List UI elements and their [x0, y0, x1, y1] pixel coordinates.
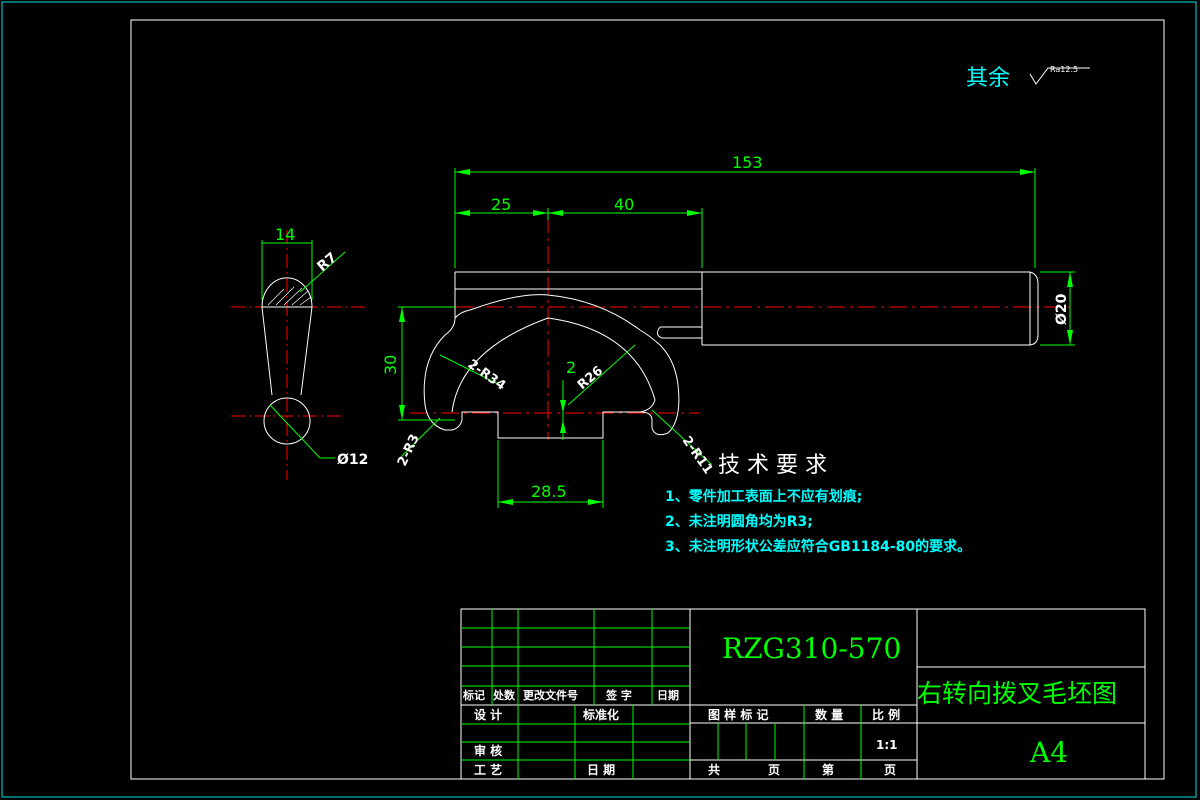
lbl-shuliang: 数 量 [815, 707, 843, 722]
dim-r3: 2-R3 [395, 432, 423, 469]
tech-req-item: 2、未注明圆角均为R3; [665, 513, 813, 530]
lbl-tuyang: 图 样 标 记 [708, 707, 769, 722]
hdr-biaoji: 标记 [462, 688, 485, 702]
lbl-shenhe: 审 核 [474, 743, 502, 758]
dim-2: 2 [566, 358, 576, 377]
lbl-ye1: 页 [768, 763, 780, 777]
lbl-biaozhunhua: 标准化 [582, 707, 619, 722]
section-top [261, 277, 313, 308]
drawing-number: RZG310-570 [722, 632, 901, 665]
hatch-lines [267, 286, 312, 306]
fork-outline [423, 294, 680, 439]
hdr-riqi: 日期 [657, 688, 679, 702]
hdr-chushu: 处数 [492, 688, 516, 702]
dim-r34: 2-R34 [465, 357, 508, 394]
lbl-gongyi: 工 艺 [474, 762, 502, 777]
hdr-qianzi: 签 字 [605, 688, 632, 702]
dim-r11: 2-R11 [679, 434, 716, 477]
lbl-di: 第 [822, 762, 834, 777]
lbl-ye2: 页 [884, 763, 896, 777]
hole-circle [263, 397, 311, 445]
dim-40: 40 [614, 195, 634, 214]
tech-req-title: 技 术 要 求 [718, 453, 827, 478]
tech-req-item: 1、零件加工表面上不应有划痕; [665, 488, 862, 505]
tech-req-item: 3、未注明形状公差应符合GB1184-80的要求。 [665, 538, 971, 555]
roughness-value: Ra12.5 [1050, 65, 1078, 74]
drawing-name: 右转向拨叉毛坯图 [917, 679, 1117, 708]
title-block: 标记 处数 更改文件号 签 字 日期 设 计 标准化 图 样 标 记 数 量 比… [460, 608, 1146, 780]
dim-14: 14 [275, 225, 295, 244]
lbl-gong: 共 [708, 762, 720, 777]
lbl-riqi2: 日 期 [587, 762, 615, 777]
dim-28-5: 28.5 [531, 482, 567, 501]
inner-frame [130, 19, 1165, 780]
dim-30: 30 [381, 355, 400, 375]
scale-value: 1:1 [876, 738, 898, 752]
dim-25: 25 [491, 195, 511, 214]
hdr-wenjian: 更改文件号 [523, 688, 578, 702]
left-view: 14 R7 Ø12 [231, 225, 368, 480]
lbl-sheji: 设 计 [474, 707, 502, 722]
dim-phi20: Ø20 [1054, 293, 1070, 325]
lbl-bili: 比 例 [872, 707, 900, 722]
dim-r26: R26 [575, 364, 606, 394]
rod-outline [454, 271, 1039, 346]
dim-phi12: Ø12 [337, 452, 368, 468]
roughness-symbol-icon [1029, 67, 1090, 85]
taper-lines [261, 306, 313, 396]
dim-r7: R7 [314, 250, 340, 275]
paper-size: A4 [1029, 736, 1068, 769]
dim-153: 153 [732, 153, 763, 172]
surface-note-text: 其余 [966, 66, 1010, 91]
